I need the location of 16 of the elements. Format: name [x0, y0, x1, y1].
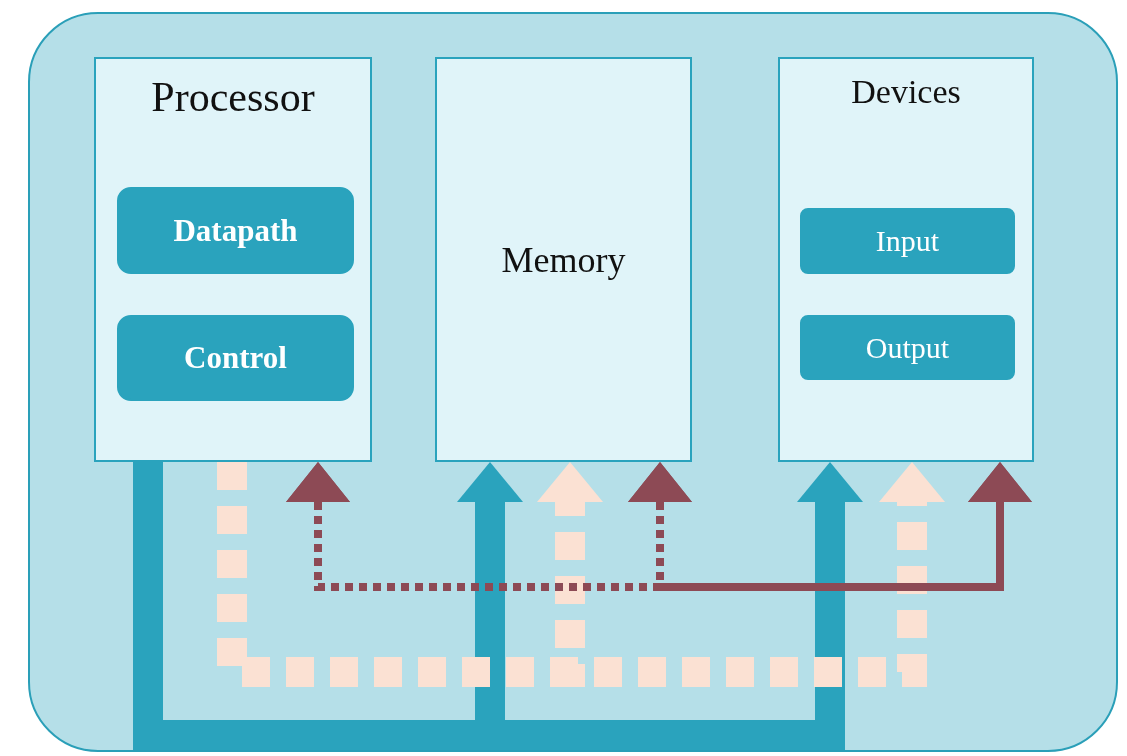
- component-box: [800, 208, 1015, 274]
- box-label: Input: [875, 224, 940, 258]
- box-heading: Devices: [851, 73, 961, 111]
- box-label: Memory: [501, 238, 626, 281]
- component-box: [117, 315, 354, 401]
- devices-box: [778, 57, 1034, 462]
- component-box: [117, 187, 354, 274]
- box-heading: Processor: [151, 73, 315, 121]
- box-label: Control: [184, 340, 287, 376]
- component-box: [800, 315, 1015, 380]
- box-label: Datapath: [173, 212, 298, 249]
- box-label: Output: [865, 330, 950, 365]
- processor-box: [94, 57, 372, 462]
- memory-box: [435, 57, 692, 462]
- outer-panel: [28, 12, 1118, 752]
- bus-arrow: [628, 462, 1032, 591]
